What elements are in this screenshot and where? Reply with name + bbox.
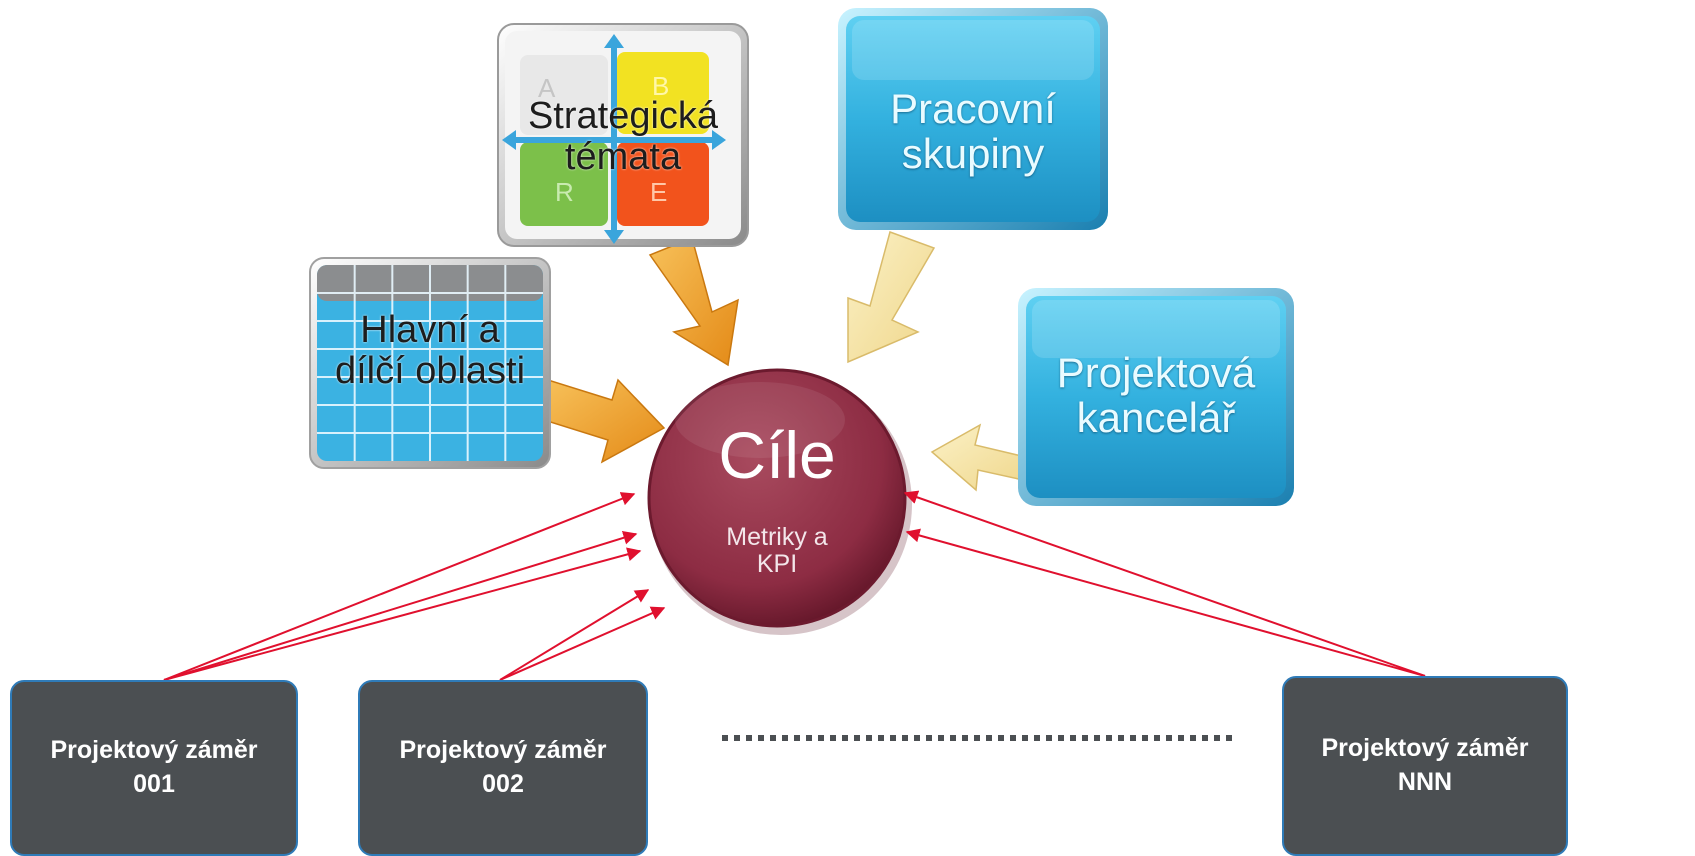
project-box-002-title: Projektový záměr [399, 736, 607, 765]
arrow-areas-to-goals [543, 378, 666, 464]
project-box-001[interactable]: Projektový záměr 001 [10, 680, 298, 856]
project-links [163, 490, 1426, 681]
strategic-themes-tile [497, 23, 749, 247]
link-nnn-b [905, 528, 1426, 677]
project-box-nnn-number: NNN [1397, 768, 1453, 796]
link-001-a [163, 492, 636, 681]
quadrant-b [617, 52, 709, 134]
goals-circle [647, 368, 912, 635]
project-box-001-number: 001 [133, 770, 175, 798]
arrow-office-to-goals [930, 423, 1033, 492]
project-office-tile [1018, 288, 1294, 506]
project-box-nnn-title: Projektový záměr [1321, 734, 1529, 763]
link-002-a [499, 589, 650, 681]
quadrant-r [520, 142, 608, 226]
working-groups-tile [838, 8, 1108, 230]
arrow-workgroups-to-goals [847, 231, 936, 364]
quadrant-a [520, 55, 608, 135]
main-areas-tile [309, 257, 551, 469]
project-box-nnn[interactable]: Projektový záměr NNN [1282, 676, 1568, 856]
link-001-b [163, 531, 638, 681]
quadrant-e [617, 142, 709, 226]
link-002-b [499, 606, 666, 681]
link-001-c [163, 547, 642, 681]
project-box-001-title: Projektový záměr [50, 736, 258, 765]
link-nnn-a [903, 490, 1426, 677]
arrow-strategic-to-goals [648, 236, 739, 367]
project-box-002[interactable]: Projektový záměr 002 [358, 680, 648, 856]
project-box-002-number: 002 [482, 770, 524, 798]
